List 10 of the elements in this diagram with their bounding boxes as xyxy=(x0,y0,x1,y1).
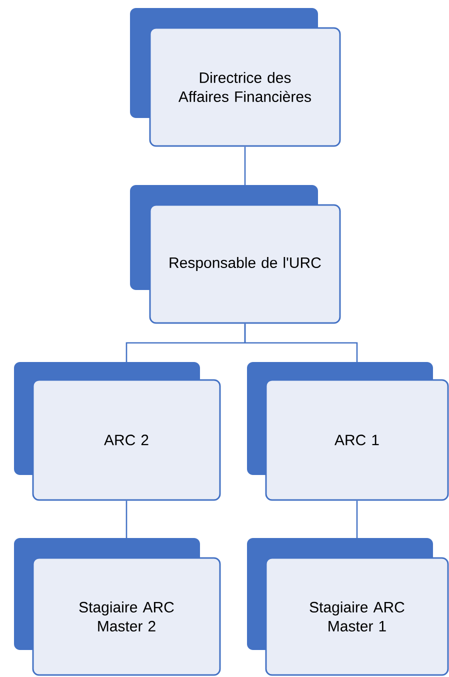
org-box: ARC 1 xyxy=(247,362,449,501)
org-box: Responsable de l'URC xyxy=(130,185,341,324)
org-box: Directrice des Affaires Financières xyxy=(130,8,341,147)
org-box: Stagiaire ARC Master 1 xyxy=(247,538,449,676)
org-box: ARC 2 xyxy=(14,362,221,501)
connector-line xyxy=(126,500,128,538)
connector-line xyxy=(244,324,358,362)
connector-line xyxy=(244,146,246,185)
org-box: Stagiaire ARC Master 2 xyxy=(14,538,221,676)
connector-line xyxy=(356,500,358,538)
